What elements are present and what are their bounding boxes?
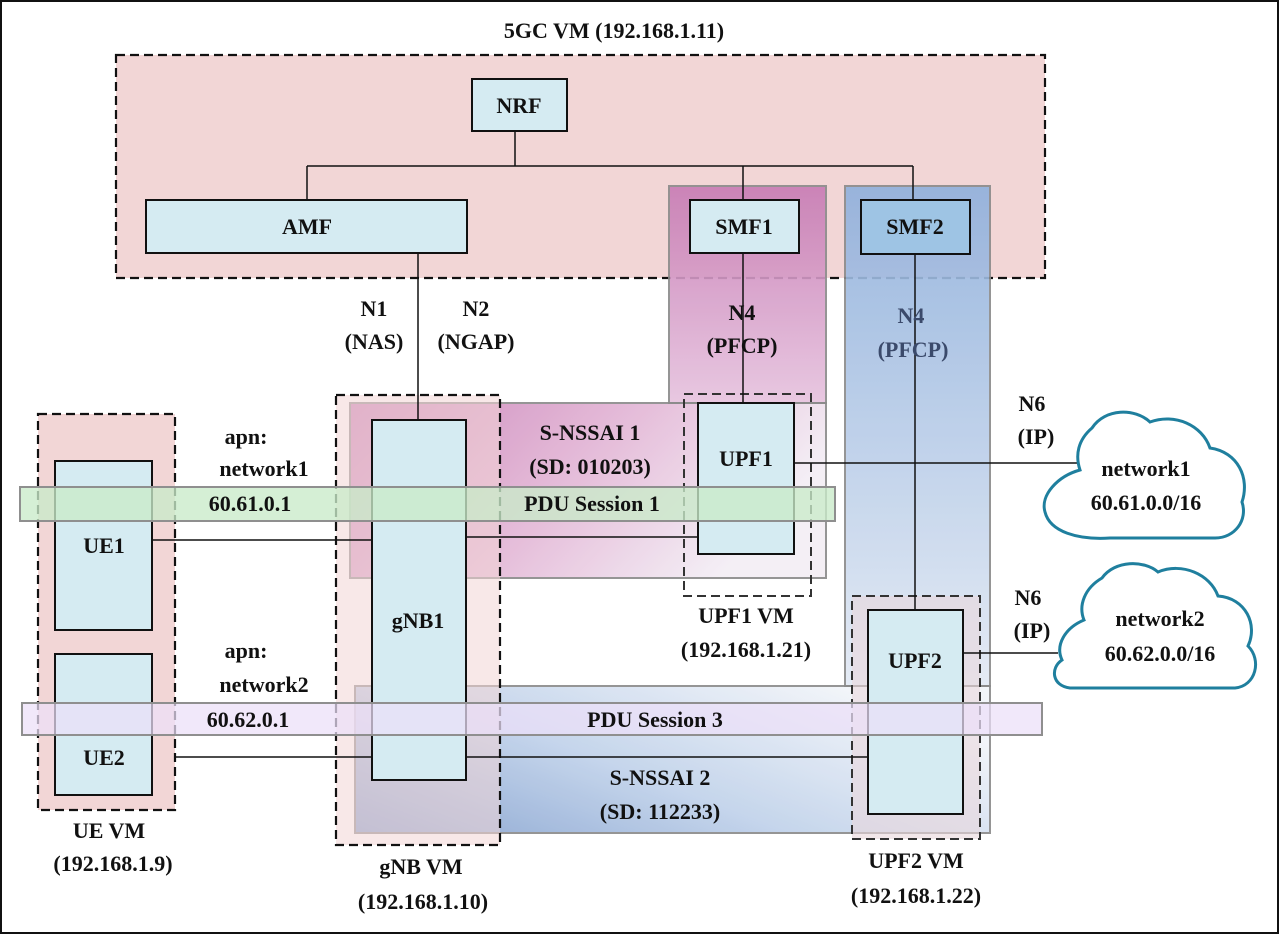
n2-sub-label: (NGAP) xyxy=(438,329,515,354)
n4b-sub-label: (PFCP) xyxy=(878,337,949,362)
n6a-sub-label: (IP) xyxy=(1018,424,1055,449)
n4a-label: N4 xyxy=(729,300,756,325)
network2-cidr: 60.62.0.0/16 xyxy=(1105,641,1216,666)
ue1-label: UE1 xyxy=(83,533,125,558)
pdu-session-3-band xyxy=(21,702,1043,736)
ue2-label: UE2 xyxy=(83,745,125,770)
ue2-ip-label: 60.62.0.1 xyxy=(207,707,290,732)
nrf-node xyxy=(471,78,568,132)
n6a-label: N6 xyxy=(1019,391,1046,416)
upf2-vm-ip: (192.168.1.22) xyxy=(851,883,981,908)
pdu-session-3-label: PDU Session 3 xyxy=(587,707,723,732)
network1-cidr: 60.61.0.0/16 xyxy=(1091,490,1202,515)
upf1-vm-ip: (192.168.1.21) xyxy=(681,637,811,662)
upf1-vm-label: UPF1 VM xyxy=(698,603,794,628)
upf1-node xyxy=(697,402,795,555)
sbi-bus xyxy=(306,131,914,199)
ue-vm-ip: (192.168.1.9) xyxy=(53,851,172,876)
apn1-value: network1 xyxy=(219,456,308,481)
amf-label: AMF xyxy=(282,214,332,239)
ue-vm-label: UE VM xyxy=(73,818,146,843)
smf2-node xyxy=(860,199,971,255)
network2-cloud-icon xyxy=(1053,562,1258,690)
gnb-vm-ip: (192.168.1.10) xyxy=(358,889,488,914)
n6b-sub-label: (IP) xyxy=(1014,618,1051,643)
upf1-label: UPF1 xyxy=(719,446,773,471)
n1-sub-label: (NAS) xyxy=(345,329,404,354)
gnb-vm-label: gNB VM xyxy=(379,854,463,879)
n6b-label: N6 xyxy=(1015,585,1042,610)
slice1-sd: (SD: 010203) xyxy=(529,454,651,479)
n4a-sub-label: (PFCP) xyxy=(707,333,778,358)
ue1-ip-label: 60.61.0.1 xyxy=(209,491,292,516)
apn2-value: network2 xyxy=(219,672,308,697)
network2-name: network2 xyxy=(1115,606,1204,631)
network1-cloud-icon xyxy=(1042,410,1246,540)
smf1-label: SMF1 xyxy=(715,214,772,239)
network1-name: network1 xyxy=(1101,456,1190,481)
n1-label: N1 xyxy=(361,296,388,321)
upf2-vm-label: UPF2 VM xyxy=(868,848,964,873)
apn2-label: apn: xyxy=(225,638,268,663)
gnb1-label: gNB1 xyxy=(392,608,445,633)
smf1-node xyxy=(689,199,800,254)
pdu-session-1-band xyxy=(19,486,836,522)
upf2-label: UPF2 xyxy=(888,648,942,673)
apn1-label: apn: xyxy=(225,424,268,449)
slice2-sd: (SD: 112233) xyxy=(600,799,720,824)
n4b-label: N4 xyxy=(898,303,925,328)
nrf-label: NRF xyxy=(496,93,541,118)
smf2-label: SMF2 xyxy=(886,214,943,239)
slice2-name: S-NSSAI 2 xyxy=(610,765,711,790)
n2-label: N2 xyxy=(463,296,490,321)
pdu-session-1-label: PDU Session 1 xyxy=(524,491,660,516)
amf-node xyxy=(145,199,468,254)
core-vm-label: 5GC VM (192.168.1.11) xyxy=(504,18,724,43)
slice1-name: S-NSSAI 1 xyxy=(540,420,641,445)
